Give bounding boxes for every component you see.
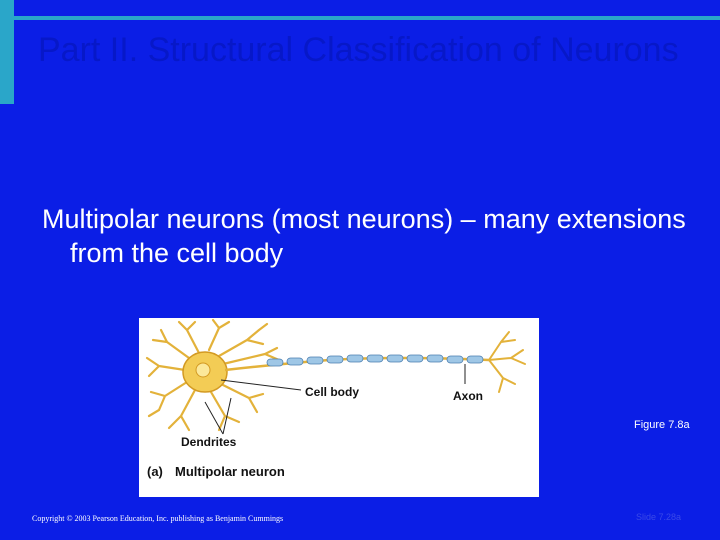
- bullet-text: Multipolar neurons (most neurons) – many…: [42, 204, 686, 268]
- slide-title: Part II. Structural Classification of Ne…: [38, 31, 679, 69]
- dendrites-drawing: [145, 318, 281, 432]
- panel-letter-label: (a): [147, 464, 163, 479]
- copyright-notice: Copyright © 2003 Pearson Education, Inc.…: [32, 514, 284, 523]
- axon-label: Axon: [453, 389, 483, 403]
- multipolar-neuron-illustration: Cell body Axon Dendrites (a) Multipolar …: [145, 318, 526, 479]
- dendrites-label: Dendrites: [181, 435, 237, 449]
- myelin-sheath: [266, 354, 484, 367]
- panel-title-label: Multipolar neuron: [175, 464, 285, 479]
- neuron-figure: Cell body Axon Dendrites (a) Multipolar …: [139, 318, 539, 497]
- left-accent-bar: [0, 0, 14, 104]
- slide-number: Slide 7.28a: [636, 512, 682, 522]
- top-accent-bar: [14, 16, 720, 20]
- axon-terminals: [488, 331, 526, 393]
- cell-body-label: Cell body: [305, 385, 359, 399]
- figure-caption: Figure 7.8a: [634, 419, 690, 431]
- label-pointers: [204, 364, 466, 435]
- nucleus-shape: [195, 362, 211, 378]
